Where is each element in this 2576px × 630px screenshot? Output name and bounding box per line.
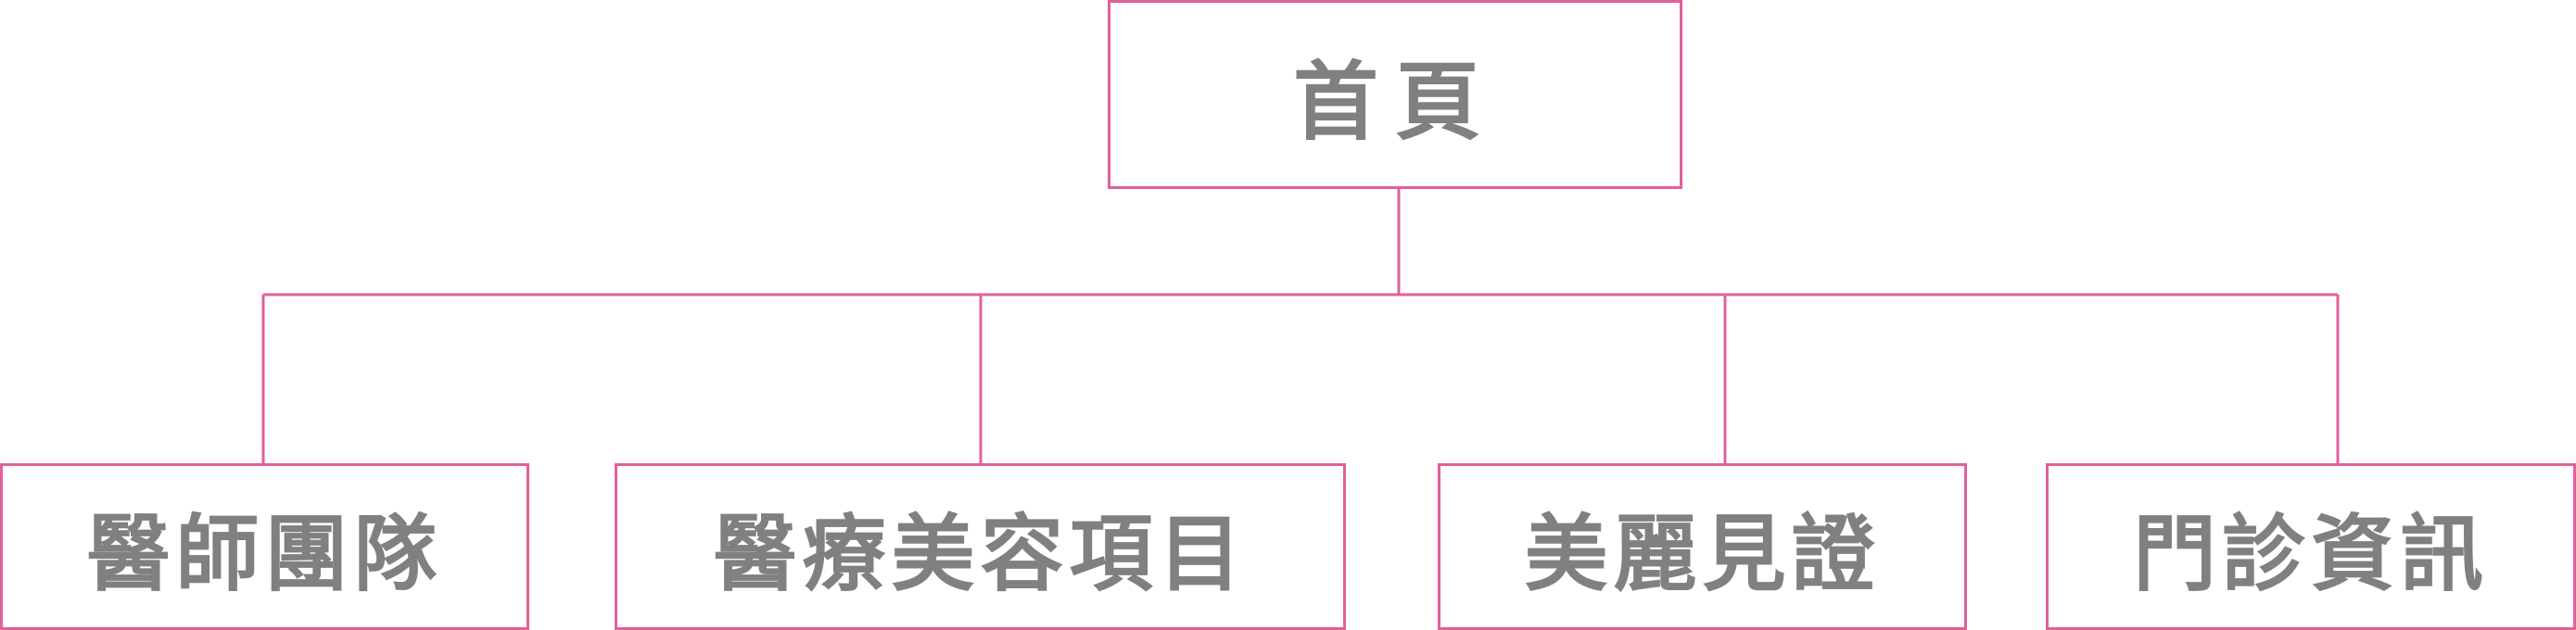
- root-node-home: 首頁: [1108, 0, 1682, 189]
- child-node-clinic-info: 門診資訊: [2046, 463, 2576, 630]
- child-node-testimonials: 美麗見證: [1438, 463, 1967, 630]
- child-node-label: 醫療美容項目: [713, 506, 1248, 603]
- child-node-label: 美麗見證: [1524, 506, 1881, 603]
- child-node-doctor-team: 醫師團隊: [0, 463, 529, 630]
- child-node-label: 醫師團隊: [86, 506, 443, 603]
- root-node-label: 首頁: [1292, 52, 1497, 152]
- child-node-medical-beauty-items: 醫療美容項目: [615, 463, 1346, 630]
- child-node-label: 門診資訊: [2133, 506, 2489, 603]
